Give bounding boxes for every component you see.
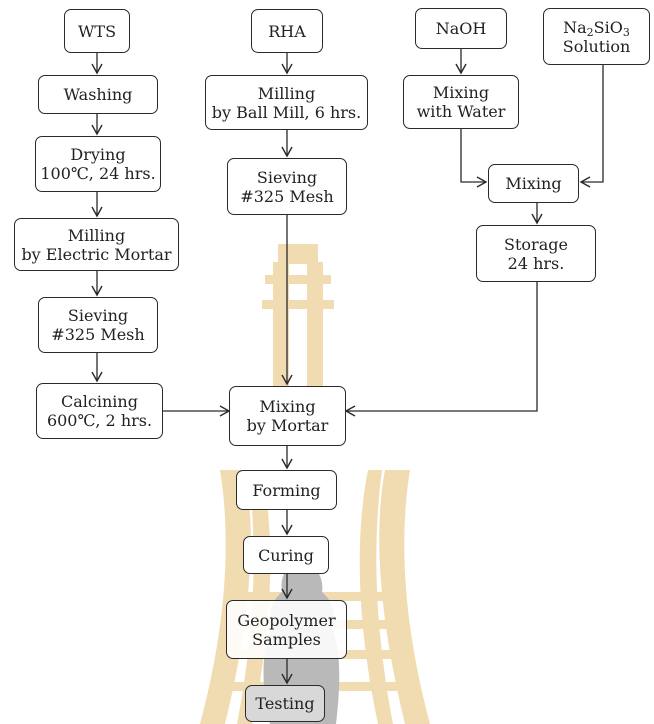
node-mixing-by-mortar: Mixing by Mortar: [229, 386, 346, 446]
node-geopolymer-samples-line1: Geopolymer: [237, 610, 336, 630]
node-milling-ball-mill-line2: by Ball Mill, 6 hrs.: [211, 102, 362, 122]
node-storage: Storage 24 hrs.: [476, 225, 596, 282]
node-sieving-middle: Sieving #325 Mesh: [227, 158, 347, 215]
node-wts-label: WTS: [77, 21, 117, 41]
node-wts: WTS: [64, 9, 130, 53]
node-drying: Drying 100℃, 24 hrs.: [35, 136, 161, 192]
node-storage-line2: 24 hrs.: [507, 253, 565, 273]
node-curing-label: Curing: [258, 545, 314, 565]
node-naoh: NaOH: [415, 8, 507, 49]
node-geopolymer-samples: Geopolymer Samples: [226, 600, 347, 659]
node-mixing-with-water-line2: with Water: [416, 102, 506, 121]
node-mixing-label: Mixing: [505, 174, 562, 193]
node-drying-line1: Drying: [70, 145, 126, 164]
node-sieving-middle-line2: #325 Mesh: [240, 186, 334, 206]
arrow-na2sio3-to-mixing: [579, 65, 604, 188]
node-milling-ball-mill-line1: Milling: [257, 83, 316, 103]
node-mixing-with-water-line1: Mixing: [432, 83, 490, 102]
node-curing: Curing: [243, 536, 329, 574]
na2sio3-subscript-2: 3: [622, 25, 630, 39]
node-na2sio3-line2: Solution: [562, 36, 631, 56]
node-drying-line2: 100℃, 24 hrs.: [40, 164, 156, 183]
node-rha-label: RHA: [268, 21, 306, 41]
node-rha: RHA: [251, 9, 323, 53]
node-milling-ball-mill: Milling by Ball Mill, 6 hrs.: [205, 75, 368, 130]
node-washing: Washing: [38, 75, 158, 114]
node-mixing: Mixing: [488, 164, 579, 203]
node-sieving-middle-line1: Sieving: [256, 167, 318, 187]
flow-connectors: [91, 49, 604, 685]
node-forming-label: Forming: [252, 480, 321, 500]
node-milling-electric-mortar: Milling by Electric Mortar: [14, 218, 179, 271]
node-sieving-left-line1: Sieving: [67, 306, 129, 325]
node-storage-line1: Storage: [504, 234, 568, 254]
node-mixing-with-water: Mixing with Water: [403, 75, 519, 129]
node-calcining: Calcining 600℃, 2 hrs.: [36, 383, 163, 439]
node-mixing-by-mortar-line1: Mixing: [259, 397, 316, 416]
node-testing: Testing: [245, 685, 325, 722]
arrow-storage-to-mixing-mortar: [344, 282, 538, 417]
node-forming: Forming: [236, 470, 337, 510]
na2sio3-sio: SiO: [593, 17, 623, 37]
node-milling-electric-mortar-line2: by Electric Mortar: [21, 244, 172, 264]
node-mixing-by-mortar-line2: by Mortar: [246, 416, 329, 435]
na2sio3-subscript-1: 2: [586, 25, 594, 39]
node-milling-electric-mortar-line1: Milling: [67, 225, 126, 245]
node-washing-label: Washing: [63, 85, 133, 104]
na2sio3-na: Na: [563, 17, 587, 37]
node-calcining-line1: Calcining: [61, 392, 138, 411]
node-calcining-line2: 600℃, 2 hrs.: [46, 411, 153, 430]
node-na2sio3-formula: Na2SiO3: [563, 17, 630, 39]
node-sieving-left-line2: #325 Mesh: [51, 325, 145, 344]
node-testing-label: Testing: [255, 694, 315, 713]
arrow-mixing-water-to-mixing: [460, 129, 488, 188]
node-na2sio3-solution: Na2SiO3 Solution: [543, 8, 650, 65]
node-sieving-left: Sieving #325 Mesh: [38, 297, 158, 353]
node-geopolymer-samples-line2: Samples: [252, 629, 321, 649]
node-naoh-label: NaOH: [435, 19, 487, 38]
